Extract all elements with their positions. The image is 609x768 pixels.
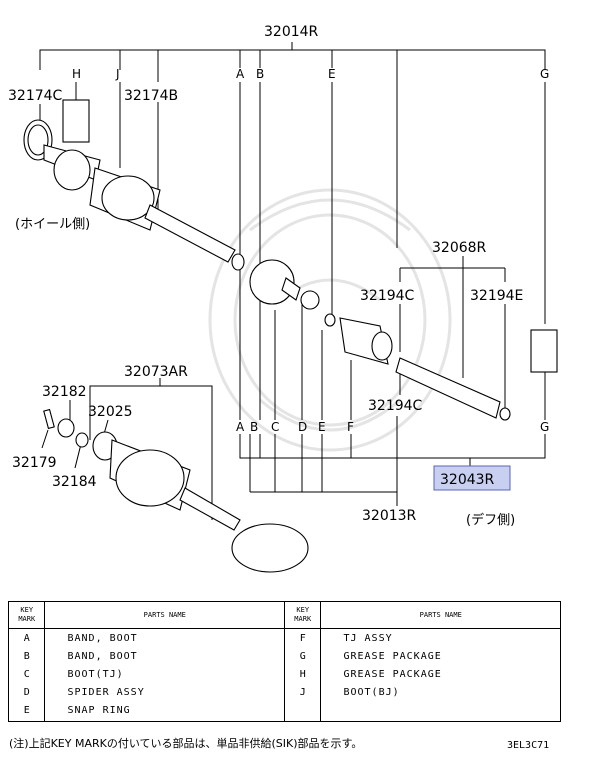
footnote: (注)上記KEY MARKの付いている部品は、単品非供給(SIK)部品を示す。: [9, 737, 363, 750]
table-row: E SNAP RING: [7, 701, 561, 722]
key-mark-cell: D: [7, 683, 46, 701]
key-marks-top: A B E G H J: [72, 67, 549, 81]
diagram-code: 3EL3C71: [507, 740, 550, 751]
label-32014r: 32014R: [264, 24, 319, 40]
key-mark-cell: F: [283, 628, 322, 647]
label-32013r: 32013R: [362, 508, 417, 524]
key-mark-cell: J: [283, 683, 322, 701]
bottom-mark-c: C: [271, 420, 279, 434]
label-32043r: 32043R: [440, 472, 495, 488]
upper-shaft-assembly: [23, 99, 558, 421]
top-mark-j: J: [115, 67, 120, 81]
key-mark-cell: G: [283, 647, 322, 665]
top-mark-h: H: [72, 67, 81, 81]
part-name-cell: [320, 701, 561, 722]
label-32025: 32025: [88, 404, 133, 420]
part-name-cell: SPIDER ASSY: [44, 683, 285, 701]
bottom-mark-b: B: [250, 420, 258, 434]
label-32179: 32179: [12, 455, 57, 471]
label-diff-side: (デフ側): [466, 512, 515, 528]
top-mark-a: A: [236, 67, 245, 81]
key-marks-bottom: A B C D E F G: [236, 420, 549, 434]
table-row: C BOOT(TJ) H GREASE PACKAGE: [7, 665, 561, 683]
lower-shaft-assembly: [43, 408, 309, 573]
top-mark-b: B: [256, 67, 264, 81]
part-name-cell: GREASE PACKAGE: [320, 647, 561, 665]
header-key-mark-2: KEY MARK: [283, 601, 322, 629]
part-name-cell: BAND, BOOT: [44, 647, 285, 665]
table-row: D SPIDER ASSY J BOOT(BJ): [7, 683, 561, 701]
label-32073ar: 32073AR: [124, 364, 188, 380]
label-32174b: 32174B: [124, 88, 178, 104]
watermark-crest: [208, 188, 452, 452]
label-32068r: 32068R: [432, 240, 487, 256]
key-mark-cell: E: [7, 701, 46, 722]
bottom-mark-g: G: [540, 420, 549, 434]
key-mark-cell: C: [7, 665, 46, 683]
top-mark-e: E: [328, 67, 336, 81]
key-mark-cell: A: [7, 628, 46, 647]
label-wheel-side: (ホイール側): [15, 217, 90, 232]
parts-key-table: KEY MARK PARTS NAME KEY MARK PARTS NAME …: [7, 601, 561, 722]
header-key-mark-1: KEY MARK: [7, 601, 46, 629]
part-name-cell: BOOT(BJ): [320, 683, 561, 701]
table-row: B BAND, BOOT G GREASE PACKAGE: [7, 647, 561, 665]
label-32194c-bottom: 32194C: [368, 398, 423, 414]
label-32174c: 32174C: [8, 88, 63, 104]
exploded-parts-diagram: 32014R 32174C 32174B (ホイール側) 32068R 3219…: [8, 24, 558, 573]
bottom-mark-f: F: [347, 420, 354, 434]
part-labels: 32014R 32174C 32174B (ホイール側) 32068R 3219…: [8, 24, 523, 528]
part-name-cell: BOOT(TJ): [44, 665, 285, 683]
label-32194e: 32194E: [470, 288, 523, 304]
part-name-cell: GREASE PACKAGE: [320, 665, 561, 683]
top-mark-g: G: [540, 67, 549, 81]
key-mark-cell: [283, 701, 322, 722]
table-row: A BAND, BOOT F TJ ASSY: [7, 628, 561, 647]
table-header-row: KEY MARK PARTS NAME KEY MARK PARTS NAME: [7, 601, 561, 629]
part-name-cell: TJ ASSY: [320, 628, 561, 647]
label-32194c-top: 32194C: [360, 288, 415, 304]
bottom-mark-d: D: [298, 420, 307, 434]
part-name-cell: BAND, BOOT: [44, 628, 285, 647]
bottom-mark-a: A: [236, 420, 245, 434]
label-32182: 32182: [42, 384, 87, 400]
highlight-32043r: [433, 465, 511, 491]
key-mark-cell: H: [283, 665, 322, 683]
part-name-cell: SNAP RING: [44, 701, 285, 722]
bottom-mark-e: E: [318, 420, 326, 434]
header-parts-name-1: PARTS NAME: [44, 601, 285, 629]
label-32184: 32184: [52, 474, 97, 490]
header-parts-name-2: PARTS NAME: [320, 601, 561, 629]
key-mark-cell: B: [7, 647, 46, 665]
